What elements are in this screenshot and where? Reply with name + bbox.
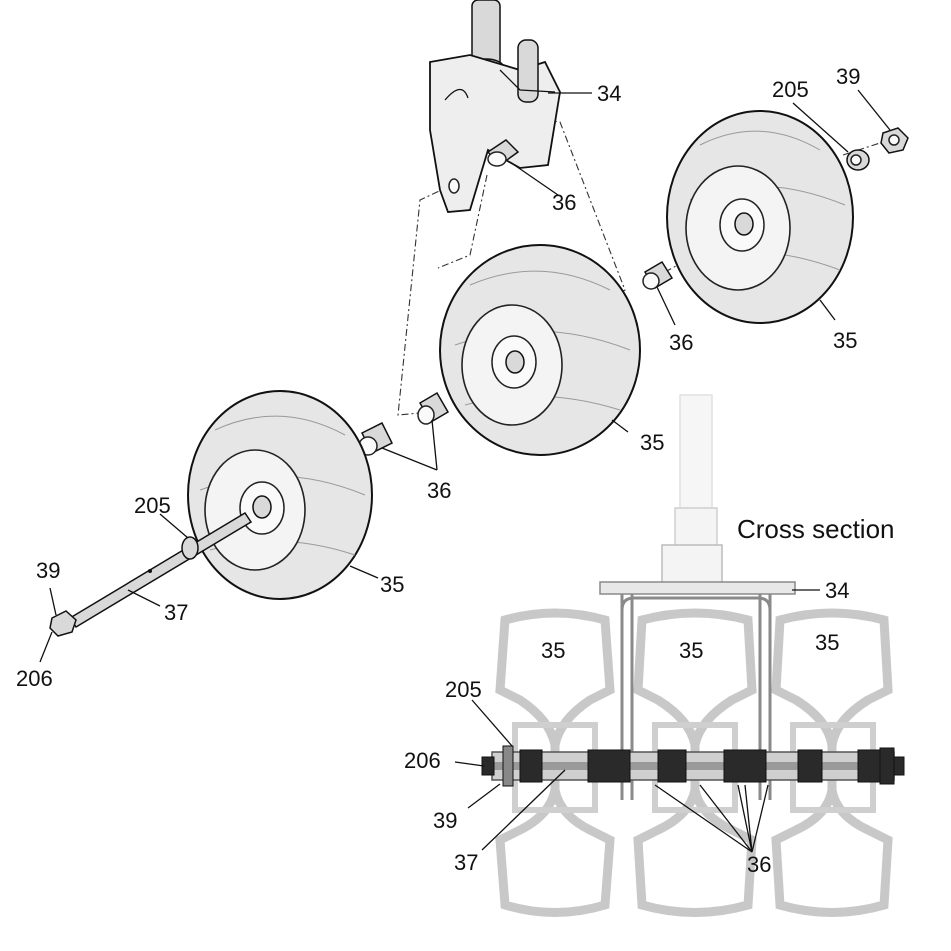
label-wheel-35-rear-right: 35 (833, 328, 857, 353)
label-spacers-36-middle: 36 (427, 478, 451, 503)
cross-section-nut-39 (879, 747, 905, 785)
label-nut-39-rear-right: 39 (836, 64, 860, 89)
label-washer-205-rear-right: 205 (772, 77, 809, 102)
label-bracket-34: 34 (597, 81, 621, 106)
cross-section-spacers-36 (519, 749, 883, 783)
label-xs-tire-right-35: 35 (815, 630, 839, 655)
label-axle-37: 37 (164, 600, 188, 625)
wheel-35-middle (439, 244, 641, 456)
label-wheel-35-front-left: 35 (380, 572, 404, 597)
label-washer-205-axle: 205 (134, 493, 171, 518)
label-wheel-35-middle: 35 (640, 430, 664, 455)
cross-section-rims (512, 722, 876, 813)
spacer-36-middle-a (417, 391, 450, 425)
label-xs-axle-37: 37 (454, 850, 478, 875)
label-spacer-36-rear-right: 36 (669, 330, 693, 355)
cross-section-view: Cross section (404, 394, 905, 917)
label-xs-bolt-206: 206 (404, 748, 441, 773)
label-xs-bracket-34: 34 (825, 578, 849, 603)
wheel-35-rear-right (666, 110, 854, 324)
label-xs-nut-39: 39 (433, 808, 457, 833)
exploded-view: 34 36 205 39 36 35 35 36 35 205 37 39 20… (16, 0, 909, 691)
label-xs-spacers-36: 36 (747, 852, 771, 877)
label-xs-tire-left-35: 35 (541, 638, 565, 663)
cross-section-stem (661, 394, 723, 584)
cross-section-leader-lines (454, 589, 820, 853)
nut-39-bolt-206 (49, 610, 77, 637)
bracket-34 (429, 0, 561, 213)
cross-section-axle-37 (491, 751, 902, 781)
label-xs-washer-205: 205 (445, 677, 482, 702)
spacer-36-bracket (486, 139, 520, 167)
cross-section-heading: Cross section (737, 514, 895, 544)
label-xs-tire-center-35: 35 (679, 638, 703, 663)
cross-section-washer-205 (502, 745, 514, 787)
nut-39-rear-right (880, 127, 909, 154)
washer-205-rear-right (846, 149, 870, 171)
spacer-36-rear-right (642, 260, 674, 290)
cross-section-bracket-34 (599, 581, 796, 800)
leader-lines (39, 89, 891, 663)
wheel-35-front-left (187, 390, 373, 600)
label-nut-39-axle: 39 (36, 558, 60, 583)
washer-205-axle (181, 536, 199, 560)
label-bolt-206: 206 (16, 666, 53, 691)
label-spacer-36-bracket: 36 (552, 190, 576, 215)
